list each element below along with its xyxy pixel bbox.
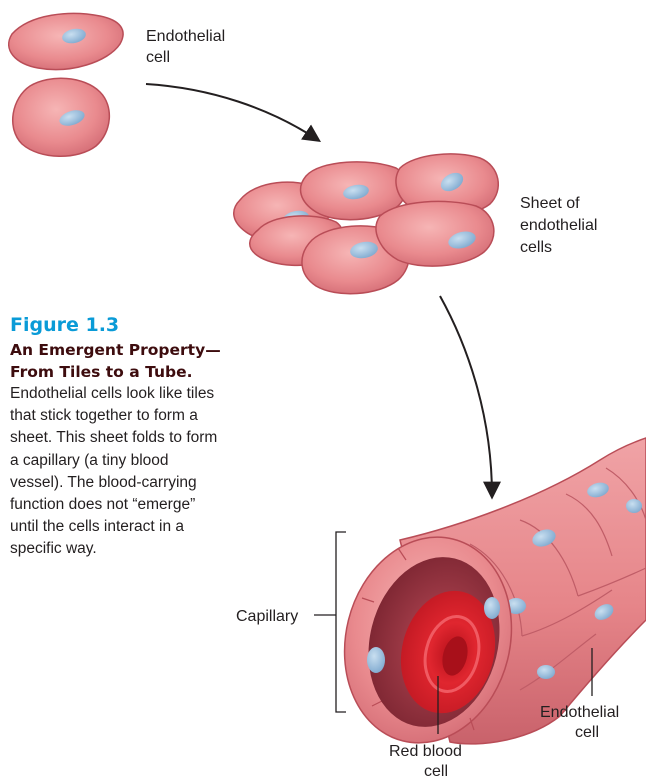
endothelial-sheet	[234, 154, 499, 294]
single-endothelial-cell-1	[9, 13, 123, 69]
label-endothelial-cell-bottom-line1: Endothelial	[540, 704, 619, 721]
label-red-blood-cell-line2: cell	[424, 763, 448, 780]
figure-title: An Emergent Property—From Tiles to a Tub…	[10, 339, 222, 383]
label-capillary: Capillary	[236, 608, 298, 625]
capillary-bracket	[336, 532, 346, 712]
arrow-sheet-to-capillary	[440, 296, 492, 496]
figure-caption-body: Endothelial cells look like tiles that s…	[10, 383, 222, 561]
label-endothelial-cell-bottom-line2: cell	[575, 724, 599, 741]
figure-number: Figure 1.3	[10, 313, 222, 337]
label-red-blood-cell-line1: Red blood	[389, 743, 462, 760]
label-sheet-line1: Sheet of	[520, 195, 580, 212]
figure-caption: Figure 1.3 An Emergent Property—From Til…	[10, 313, 222, 561]
label-endothelial-cell-top-line2: cell	[146, 49, 170, 66]
arrow-cells-to-sheet	[146, 84, 318, 140]
label-endothelial-cell-top-line1: Endothelial	[146, 28, 225, 45]
label-sheet-line3: cells	[520, 239, 552, 256]
label-sheet-line2: endothelial	[520, 217, 597, 234]
single-endothelial-cell-2	[13, 78, 110, 156]
